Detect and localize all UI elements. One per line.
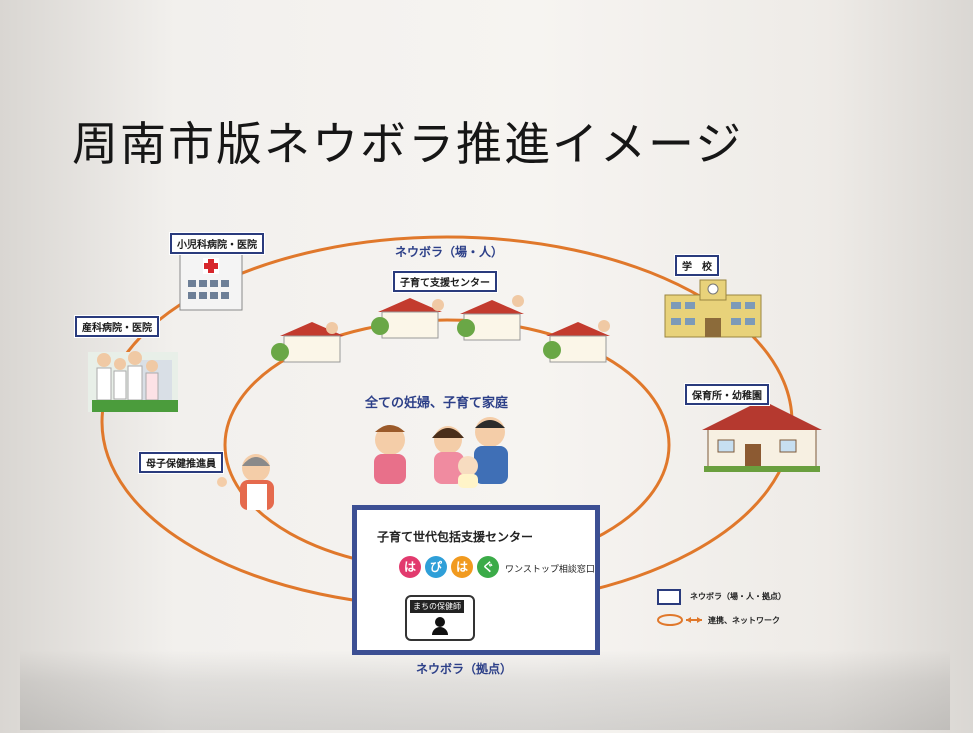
hapihagu-letter: は: [451, 556, 473, 578]
health-promoter-illustration: [217, 454, 274, 510]
legend-line-text: 連携、ネットワーク: [708, 616, 780, 625]
legend-box-symbol: [657, 589, 681, 605]
label-childcare-center: 子育て支援センター: [393, 271, 497, 292]
page-title: 周南市版ネウボラ推進イメージ: [72, 117, 744, 171]
town-nurse-label: まちの保健師: [410, 600, 464, 613]
one-stop-consultation-label: ワンストップ相談窓口: [505, 565, 595, 575]
families-illustration: [374, 417, 508, 488]
hapihagu-letter: ぐ: [477, 556, 499, 578]
label-obstetrics: 産科病院・医院: [75, 316, 159, 337]
person-icon: [435, 617, 445, 627]
label-health-promoter: 母子保健推進員: [139, 452, 223, 473]
hub-title: 子育て世代包括支援センター: [377, 530, 534, 544]
legend-line-symbol: [657, 614, 702, 626]
hapihagu-letter: ぴ: [425, 556, 447, 578]
label-all-families: 全ての妊婦、子育て家庭: [365, 396, 509, 411]
label-nursery: 保育所・幼稚園: [685, 384, 769, 405]
label-neuvola-outer: ネウボラ（場・人）: [395, 245, 504, 259]
school-icon: [664, 279, 762, 338]
bleed-through-text-band: [20, 650, 950, 730]
legend-box-text: ネウボラ（場・人・拠点）: [690, 592, 786, 601]
label-pediatrics: 小児科病院・医院: [170, 233, 264, 254]
hapihagu-letter: は: [399, 556, 421, 578]
doctors-nurses-illustration: [88, 351, 178, 412]
hospital-icon: [179, 251, 243, 311]
childcare-center-houses: [271, 295, 610, 363]
town-public-health-nurse-panel: まちの保健師: [405, 595, 475, 641]
person-body-icon: [432, 627, 448, 635]
label-school: 学 校: [675, 255, 719, 276]
nursery-school-icon: [702, 400, 822, 472]
comprehensive-support-center-box: 子育て世代包括支援センター は ぴ は ぐ ワンストップ相談窓口 まちの保健師: [352, 505, 600, 655]
label-neuvola-base: ネウボラ（拠点）: [416, 662, 513, 676]
